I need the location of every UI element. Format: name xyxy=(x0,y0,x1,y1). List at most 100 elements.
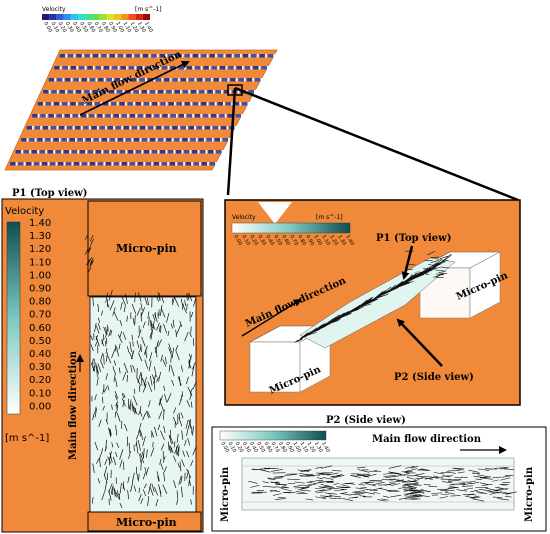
plate-micro-pin xyxy=(184,54,191,58)
plate-pin-gap xyxy=(140,54,142,58)
p2-vector xyxy=(389,480,401,483)
p1-vector xyxy=(172,295,176,304)
plate-pin-gap xyxy=(149,102,152,106)
plate-micro-pin xyxy=(68,54,74,58)
top-legend-tick: 1.30 xyxy=(136,21,147,34)
p1-legend-tick: 0.70 xyxy=(29,310,51,321)
p2-vector xyxy=(443,489,455,492)
plate-pin-gap xyxy=(107,138,109,142)
iso-vector xyxy=(299,335,307,339)
plate-micro-pin xyxy=(204,126,211,130)
p1-vector xyxy=(149,485,154,496)
plate-micro-pin xyxy=(169,162,176,166)
plate-micro-pin xyxy=(117,90,123,94)
p2-vector xyxy=(470,493,477,496)
p2-legend-tick: 0.30 xyxy=(241,441,252,454)
p1-vector xyxy=(123,305,126,313)
plate-micro-pin xyxy=(39,150,46,154)
plate-micro-pin xyxy=(150,138,156,142)
plate-micro-pin xyxy=(76,54,82,58)
p2-vector xyxy=(398,497,410,500)
p1-vector xyxy=(94,364,96,372)
plate-pin-gap xyxy=(34,138,37,142)
p2-vector xyxy=(270,481,281,484)
plate-micro-pin xyxy=(87,150,94,154)
plate-pin-gap xyxy=(59,66,62,70)
p1-vector xyxy=(146,467,149,473)
p1-vector xyxy=(187,293,190,301)
plate-micro-pin xyxy=(59,54,66,58)
plate-micro-pin xyxy=(93,138,100,142)
plate-pin-gap xyxy=(26,138,29,142)
p2-vector xyxy=(424,477,432,480)
p1-vector xyxy=(150,447,155,457)
p1-vector xyxy=(176,324,182,335)
p1-vector xyxy=(153,374,156,384)
plate-micro-pin xyxy=(160,150,166,154)
plate-pin-gap xyxy=(106,90,108,94)
p2-vector xyxy=(315,496,327,499)
plate-pin-gap xyxy=(210,126,212,130)
p1-vector xyxy=(137,292,142,303)
iso-legend-tick: 0.20 xyxy=(248,234,259,247)
plate-micro-pin xyxy=(234,54,241,58)
p1-vector xyxy=(170,354,172,363)
plate-micro-pin xyxy=(213,78,220,82)
iso-vector xyxy=(420,272,429,275)
plate-pin-gap xyxy=(192,114,194,118)
plate-micro-pin xyxy=(143,54,149,58)
p2-vector xyxy=(433,475,444,479)
p1-vector xyxy=(174,443,179,454)
p1-vector xyxy=(117,334,123,343)
iso-vector xyxy=(356,302,367,309)
p2-vector xyxy=(404,470,413,473)
p1-vector xyxy=(140,307,145,318)
plate-micro-pin xyxy=(170,66,176,70)
plate-micro-pin xyxy=(159,54,166,58)
iso-zoom-panel: Velocity [m s^-1] 0.000.100.200.300.400.… xyxy=(224,199,521,406)
p1-legend-tick: 0.50 xyxy=(29,336,51,347)
iso-vector xyxy=(428,264,437,266)
p2-vector xyxy=(415,473,425,476)
plate-pin-gap xyxy=(98,54,101,58)
p2-vector xyxy=(282,486,290,489)
p1-vector xyxy=(92,365,95,371)
p1-vector xyxy=(152,323,156,330)
iso-vector xyxy=(436,273,445,278)
p2-vector xyxy=(282,474,290,477)
p2-micro-pin-right-label: Micro-pin xyxy=(524,466,535,522)
plate-pin-gap xyxy=(163,90,166,94)
plate-micro-pin xyxy=(261,66,267,70)
plate-pin-gap xyxy=(159,162,161,166)
p2-vector xyxy=(489,492,497,495)
plate-micro-pin xyxy=(168,102,174,106)
p2-vector xyxy=(409,491,420,495)
plate-pin-gap xyxy=(85,150,87,154)
p2-vector xyxy=(456,489,468,492)
plate-micro-pin xyxy=(119,150,126,154)
plate-pin-gap xyxy=(195,138,198,142)
plate-pin-gap xyxy=(206,102,209,106)
p2-vector xyxy=(385,475,399,478)
p1-vector xyxy=(165,357,167,364)
p1-vector xyxy=(132,341,134,347)
plate-pin-gap xyxy=(161,78,164,82)
plate-micro-pin xyxy=(151,150,158,154)
plate-pin-gap xyxy=(119,162,121,166)
p1-vector xyxy=(137,372,142,383)
p1-vector xyxy=(94,341,98,347)
plate-micro-pin xyxy=(153,66,160,70)
p2-vector xyxy=(359,495,366,497)
plate-pin-gap xyxy=(15,162,18,166)
p1-vector xyxy=(180,486,183,498)
plate-micro-pin xyxy=(135,102,142,106)
micro-pin-array xyxy=(10,54,276,166)
p2-vector xyxy=(261,469,271,473)
plate-micro-pin xyxy=(196,126,203,130)
p2-vector xyxy=(340,483,349,485)
plate-micro-pin xyxy=(139,78,145,82)
plate-pin-gap xyxy=(127,162,129,166)
plate-micro-pin xyxy=(158,138,164,142)
plate-pin-gap xyxy=(190,102,192,106)
p2-vector xyxy=(277,496,287,499)
